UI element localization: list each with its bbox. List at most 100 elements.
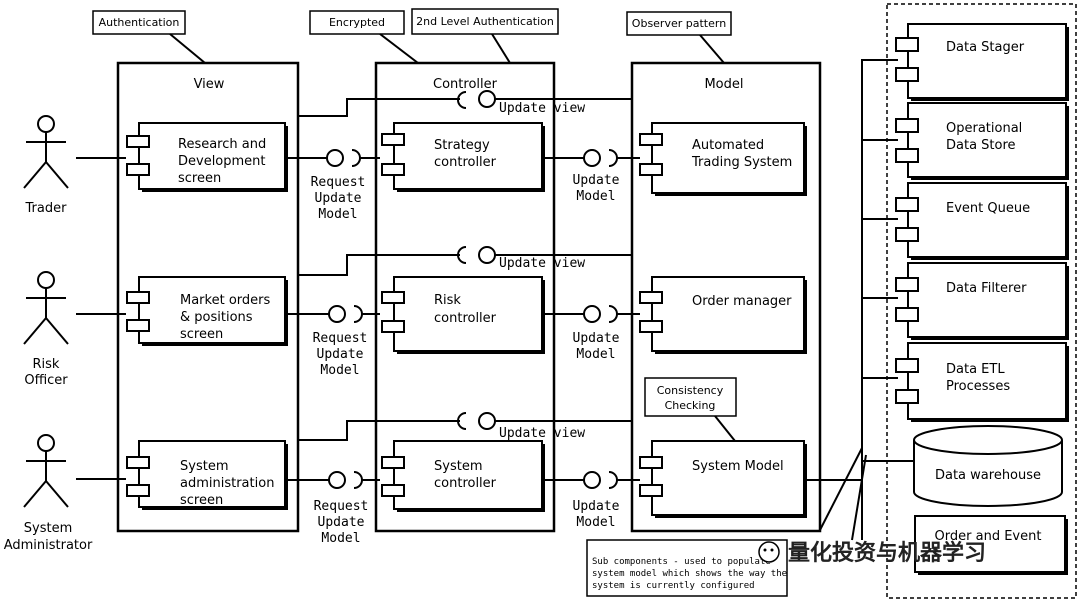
request-label-2a: Request <box>313 331 368 346</box>
request-interface-1: Request Update Model <box>288 149 380 222</box>
update-view-label-3: Update view <box>499 426 585 441</box>
update-view-connector-1: Update view <box>298 90 632 117</box>
actor-risk-label-2: Officer <box>24 373 68 388</box>
note-authentication: Authentication <box>92 10 206 64</box>
update-model-label-2a: Update <box>573 331 620 346</box>
actor-system-administrator <box>23 434 126 508</box>
controller-risk-line-2: controller <box>434 311 497 326</box>
subsystem-data-warehouse: Data warehouse <box>913 425 1063 507</box>
subsystem-data-stager-label: Data Stager <box>946 40 1025 55</box>
request-label-2c: Model <box>320 363 359 378</box>
note-second-level-auth-text: 2nd Level Authentication <box>416 15 554 28</box>
note-encrypted-text: Encrypted <box>329 16 385 29</box>
subsystem-data-filterer-label: Data Filterer <box>946 281 1027 296</box>
view-market-line-3: screen <box>180 327 223 342</box>
controller-risk: Risk controller <box>381 276 545 354</box>
update-model-label-2b: Model <box>576 347 615 362</box>
note-second-level-auth: 2nd Level Authentication <box>411 8 559 64</box>
subsystem-ods-line-1: Operational <box>946 121 1022 136</box>
request-label-3c: Model <box>321 531 360 546</box>
note-subcomponents-line-2: system model which shows the way the <box>592 569 787 579</box>
note-subcomponents: Sub components - used to populate system… <box>586 539 788 597</box>
watermark: 量化投资与机器学习 <box>758 540 986 566</box>
update-model-interface-3: Update Model <box>542 471 640 530</box>
note-authentication-text: Authentication <box>99 16 180 29</box>
model-order-manager-label: Order manager <box>692 294 792 309</box>
request-interface-2: Request Update Model <box>288 305 380 378</box>
subsystem-data-etl: Data ETL Processes <box>895 342 1069 422</box>
watermark-text: 量化投资与机器学习 <box>788 540 986 566</box>
request-interface-3: Request Update Model <box>288 471 380 546</box>
request-label-3b: Update <box>318 515 365 530</box>
view-sysadmin-line-1: System <box>180 459 228 474</box>
actor-sysadmin-label-2: Administrator <box>4 538 93 553</box>
update-view-connector-2: Update view <box>298 246 632 276</box>
actor-risk-label-1: Risk <box>33 357 60 372</box>
model-ats-line-2: Trading System <box>691 155 792 170</box>
model-ats: Automated Trading System <box>639 122 807 196</box>
view-research-line-1: Research and <box>178 137 266 152</box>
actor-sysadmin-label-1: System <box>24 521 72 536</box>
model-order-manager: Order manager <box>639 276 807 354</box>
wechat-icon <box>758 541 780 563</box>
view-market-line-2: & positions <box>180 310 253 325</box>
update-model-label-1b: Model <box>576 189 615 204</box>
view-research-line-3: screen <box>178 171 221 186</box>
view-sysadmin-line-3: screen <box>180 493 223 508</box>
model-layer-title: Model <box>704 77 743 92</box>
view-sysadmin-screen: System administration screen <box>126 440 288 510</box>
request-label-1a: Request <box>311 175 366 190</box>
subsystem-data-stager: Data Stager <box>895 23 1069 101</box>
note-encrypted: Encrypted <box>309 10 419 64</box>
view-layer-title: View <box>194 77 225 92</box>
subsystem-operational-data-store: Operational Data Store <box>895 102 1069 180</box>
view-market-line-1: Market orders <box>180 293 270 308</box>
view-market-screen: Market orders & positions screen <box>126 276 288 346</box>
actor-trader <box>23 115 126 189</box>
update-view-label-1: Update view <box>499 101 585 116</box>
subsystem-container <box>886 3 1077 599</box>
controller-system: System controller <box>381 440 545 512</box>
view-research-screen: Research and Development screen <box>126 122 288 192</box>
update-view-connector-3: Update view <box>298 412 632 441</box>
note-consistency-line-2: Checking <box>665 399 716 412</box>
controller-strategy-line-2: controller <box>434 155 497 170</box>
controller-system-line-1: System <box>434 459 482 474</box>
controller-strategy-line-1: Strategy <box>434 138 490 153</box>
update-model-label-3a: Update <box>573 499 620 514</box>
model-system-model: System Model <box>639 440 807 518</box>
subsystem-bus <box>804 59 914 541</box>
subsystem-event-queue: Event Queue <box>895 182 1069 260</box>
update-model-label-3b: Model <box>576 515 615 530</box>
actor-trader-label: Trader <box>25 201 68 216</box>
view-sysadmin-line-2: administration <box>180 476 274 491</box>
note-observer-text: Observer pattern <box>632 17 726 30</box>
subsystem-order-event: Order and Event <box>914 515 1068 575</box>
note-subcomponents-line-1: Sub components - used to populate <box>592 557 771 567</box>
update-model-interface-1: Update Model <box>542 149 640 204</box>
subsystem-order-event-label: Order and Event <box>935 529 1042 544</box>
model-system-model-label: System Model <box>692 459 784 474</box>
subsystem-etl-line-2: Processes <box>946 379 1010 394</box>
note-observer: Observer pattern <box>626 11 732 64</box>
request-label-3a: Request <box>314 499 369 514</box>
request-label-1c: Model <box>318 207 357 222</box>
controller-layer-title: Controller <box>433 77 498 92</box>
controller-strategy: Strategy controller <box>381 122 545 192</box>
note-consistency: Consistency Checking <box>644 377 737 442</box>
subsystem-ods-line-2: Data Store <box>946 138 1016 153</box>
update-model-interface-2: Update Model <box>542 305 640 362</box>
controller-system-line-2: controller <box>434 476 497 491</box>
request-label-2b: Update <box>317 347 364 362</box>
controller-risk-line-1: Risk <box>434 293 461 308</box>
subsystem-event-queue-label: Event Queue <box>946 201 1030 216</box>
subsystem-data-filterer: Data Filterer <box>895 262 1069 340</box>
update-model-label-1a: Update <box>573 173 620 188</box>
view-research-line-2: Development <box>178 154 266 169</box>
update-view-label-2: Update view <box>499 256 585 271</box>
note-consistency-line-1: Consistency <box>657 384 724 397</box>
actor-risk-officer <box>23 271 126 345</box>
request-label-1b: Update <box>315 191 362 206</box>
subsystem-data-warehouse-label: Data warehouse <box>935 468 1041 483</box>
